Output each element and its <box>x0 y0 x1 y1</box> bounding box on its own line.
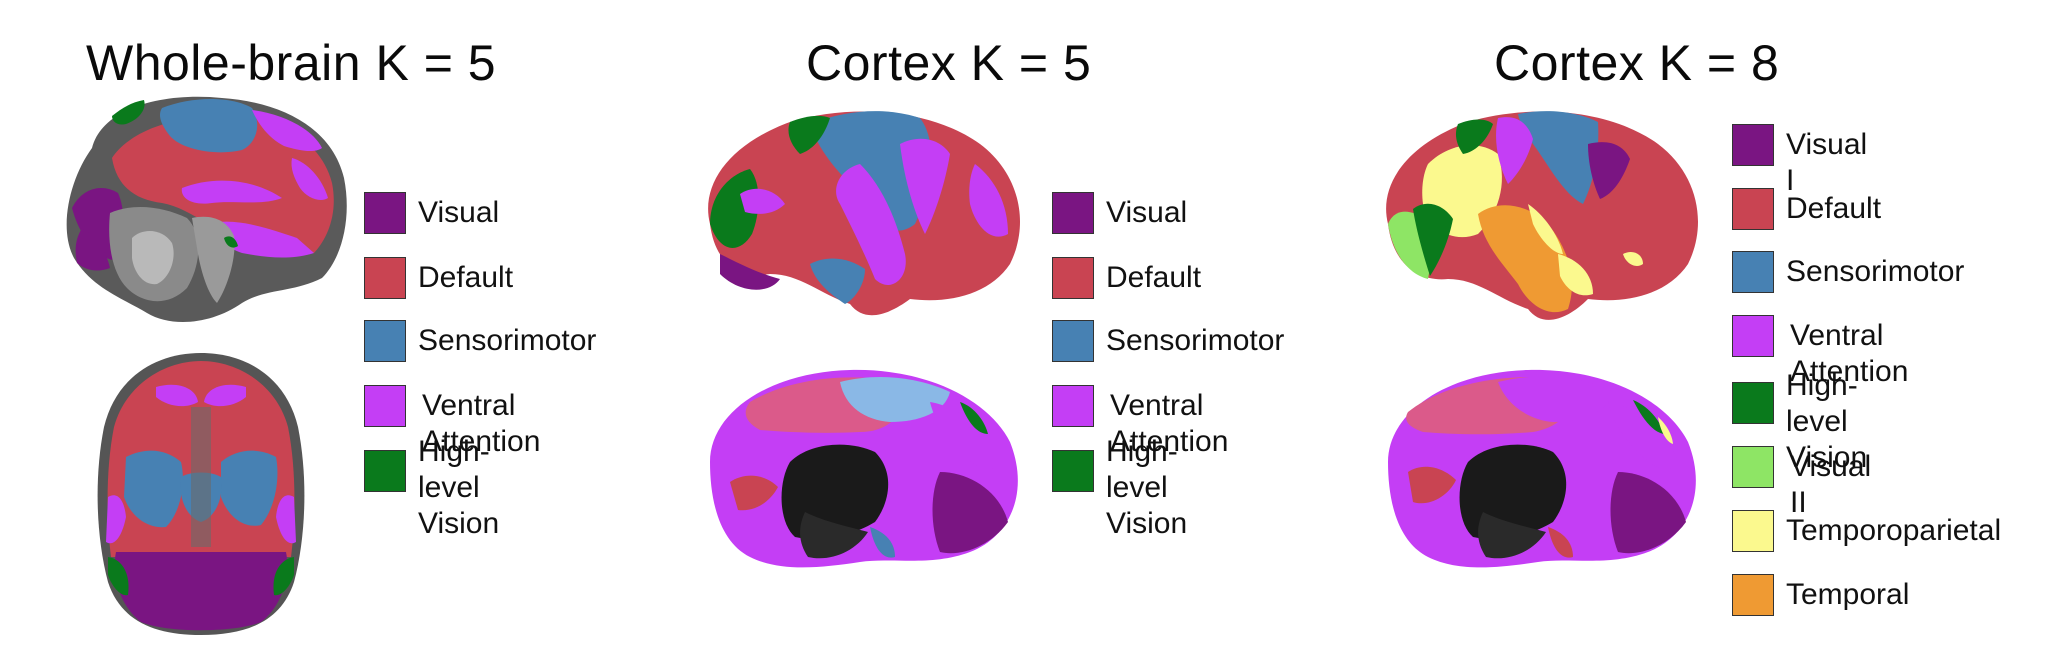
legend-cortex-k5: Visual Default Sensorimotor Ventral Atte… <box>1052 192 1372 540</box>
cortex-lateral-view-k8 <box>1386 111 1698 320</box>
legend-swatch <box>1732 188 1774 230</box>
legend-swatch <box>364 257 406 299</box>
legend-swatch <box>1732 382 1774 424</box>
legend-label: Default <box>1106 261 1202 294</box>
legend-label: Temporoparietal <box>1786 514 2002 547</box>
legend-label: Sensorimotor <box>1106 324 1285 357</box>
legend-label: High-level Vision <box>418 435 500 540</box>
legend-label: Visual <box>418 196 500 229</box>
brain-axial-slice <box>97 353 305 635</box>
legend-label: Ventral Attention <box>1110 389 1229 458</box>
legend-swatch <box>1052 450 1094 492</box>
legend-swatch <box>1052 385 1094 427</box>
legend-whole-brain: Visual Default Sensorimotor Ventral Atte… <box>364 192 684 540</box>
legend-swatch <box>1732 446 1774 488</box>
legend-label: Ventral Attention <box>422 389 541 458</box>
legend-label: Visual I <box>1786 128 1868 197</box>
legend-label: Ventral Attention <box>1790 319 1909 388</box>
legend-swatch <box>1732 251 1774 293</box>
legend-swatch <box>1052 320 1094 362</box>
panel-title-cortex-k8: Cortex K = 8 <box>1494 35 1780 91</box>
legend-swatch <box>1732 124 1774 166</box>
legend-label: High-level Vision <box>1786 369 1868 474</box>
legend-swatch <box>364 320 406 362</box>
legend-label: High-level Vision <box>1106 435 1188 540</box>
legend-label: Default <box>418 261 514 294</box>
legend-label: Sensorimotor <box>418 324 597 357</box>
legend-swatch <box>364 192 406 234</box>
legend-cortex-k8: Visual I Default Sensorimotor Ventral At… <box>1732 124 2052 624</box>
cortex-medial-view-k5 <box>710 369 1018 568</box>
panel-title-cortex-k5: Cortex K = 5 <box>806 35 1092 91</box>
legend-swatch <box>364 450 406 492</box>
brain-sagittal-slice <box>66 96 347 323</box>
legend-swatch <box>1732 574 1774 616</box>
panel-title-whole-brain: Whole-brain K = 5 <box>86 35 497 91</box>
cortex-medial-view-k8 <box>1388 369 1696 568</box>
legend-swatch <box>1052 257 1094 299</box>
legend-label: Visual <box>1106 196 1188 229</box>
legend-label: Default <box>1786 192 1882 225</box>
cortex-lateral-view-k5 <box>708 111 1020 316</box>
legend-swatch <box>1732 510 1774 552</box>
legend-swatch <box>1052 192 1094 234</box>
legend-label: Temporal <box>1786 578 1910 611</box>
legend-label: Visual II <box>1790 450 1872 519</box>
legend-label: Sensorimotor <box>1786 255 1965 288</box>
legend-swatch <box>1732 315 1774 357</box>
legend-swatch <box>364 385 406 427</box>
